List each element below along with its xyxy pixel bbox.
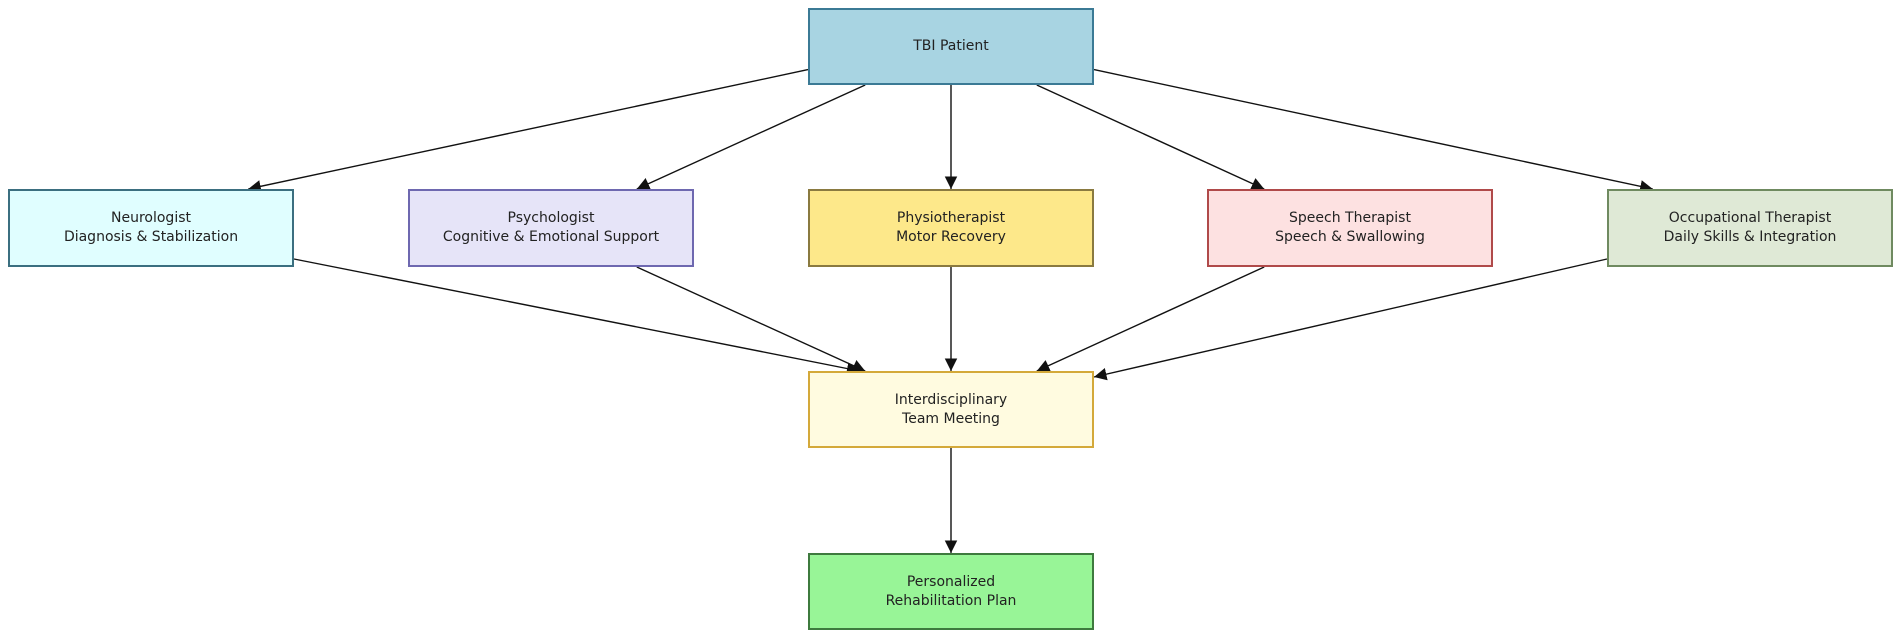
edge-patient-to-psychologist [636,84,866,190]
node-label: Psychologist [507,210,595,226]
edge-occupational-to-meeting [1093,258,1608,381]
edge-patient-to-occupational [1093,68,1653,193]
node-speech-therapist: Speech Therapist Speech & Swallowing [1207,189,1493,267]
node-sublabel: Speech & Swallowing [1275,229,1425,245]
node-sublabel: Rehabilitation Plan [885,592,1017,609]
node-sublabel: Motor Recovery [896,229,1006,245]
node-sublabel: Daily Skills & Integration [1663,229,1837,245]
node-sublabel: Team Meeting [902,410,1000,427]
edge-patient-to-speech [1036,84,1265,190]
node-sublabel: Cognitive & Emotional Support [442,229,660,245]
edge-neurologist-to-meeting [293,258,860,375]
node-physiotherapist: Physiotherapist Motor Recovery [808,189,1094,267]
node-label: Occupational Therapist [1668,210,1832,226]
node-occupational-therapist: Occupational Therapist Daily Skills & In… [1607,189,1893,267]
node-label: TBI Patient [913,38,989,54]
node-label: Physiotherapist [896,210,1006,226]
node-label: Interdisciplinary [894,391,1008,408]
node-label: Personalized [906,573,996,590]
edge-speech-to-meeting [1036,266,1265,372]
edge-patient-to-neurologist [248,68,809,193]
node-psychologist: Psychologist Cognitive & Emotional Suppo… [408,189,694,267]
node-rehabilitation-plan: Personalized Rehabilitation Plan [808,553,1094,630]
node-tbi-patient: TBI Patient [808,8,1094,85]
node-neurologist: Neurologist Diagnosis & Stabilization [8,189,294,267]
node-team-meeting: Interdisciplinary Team Meeting [808,371,1094,448]
node-label: Neurologist [111,210,191,226]
node-label: Speech Therapist [1289,210,1411,226]
node-sublabel: Diagnosis & Stabilization [63,229,239,245]
edge-psychologist-to-meeting [636,266,866,372]
